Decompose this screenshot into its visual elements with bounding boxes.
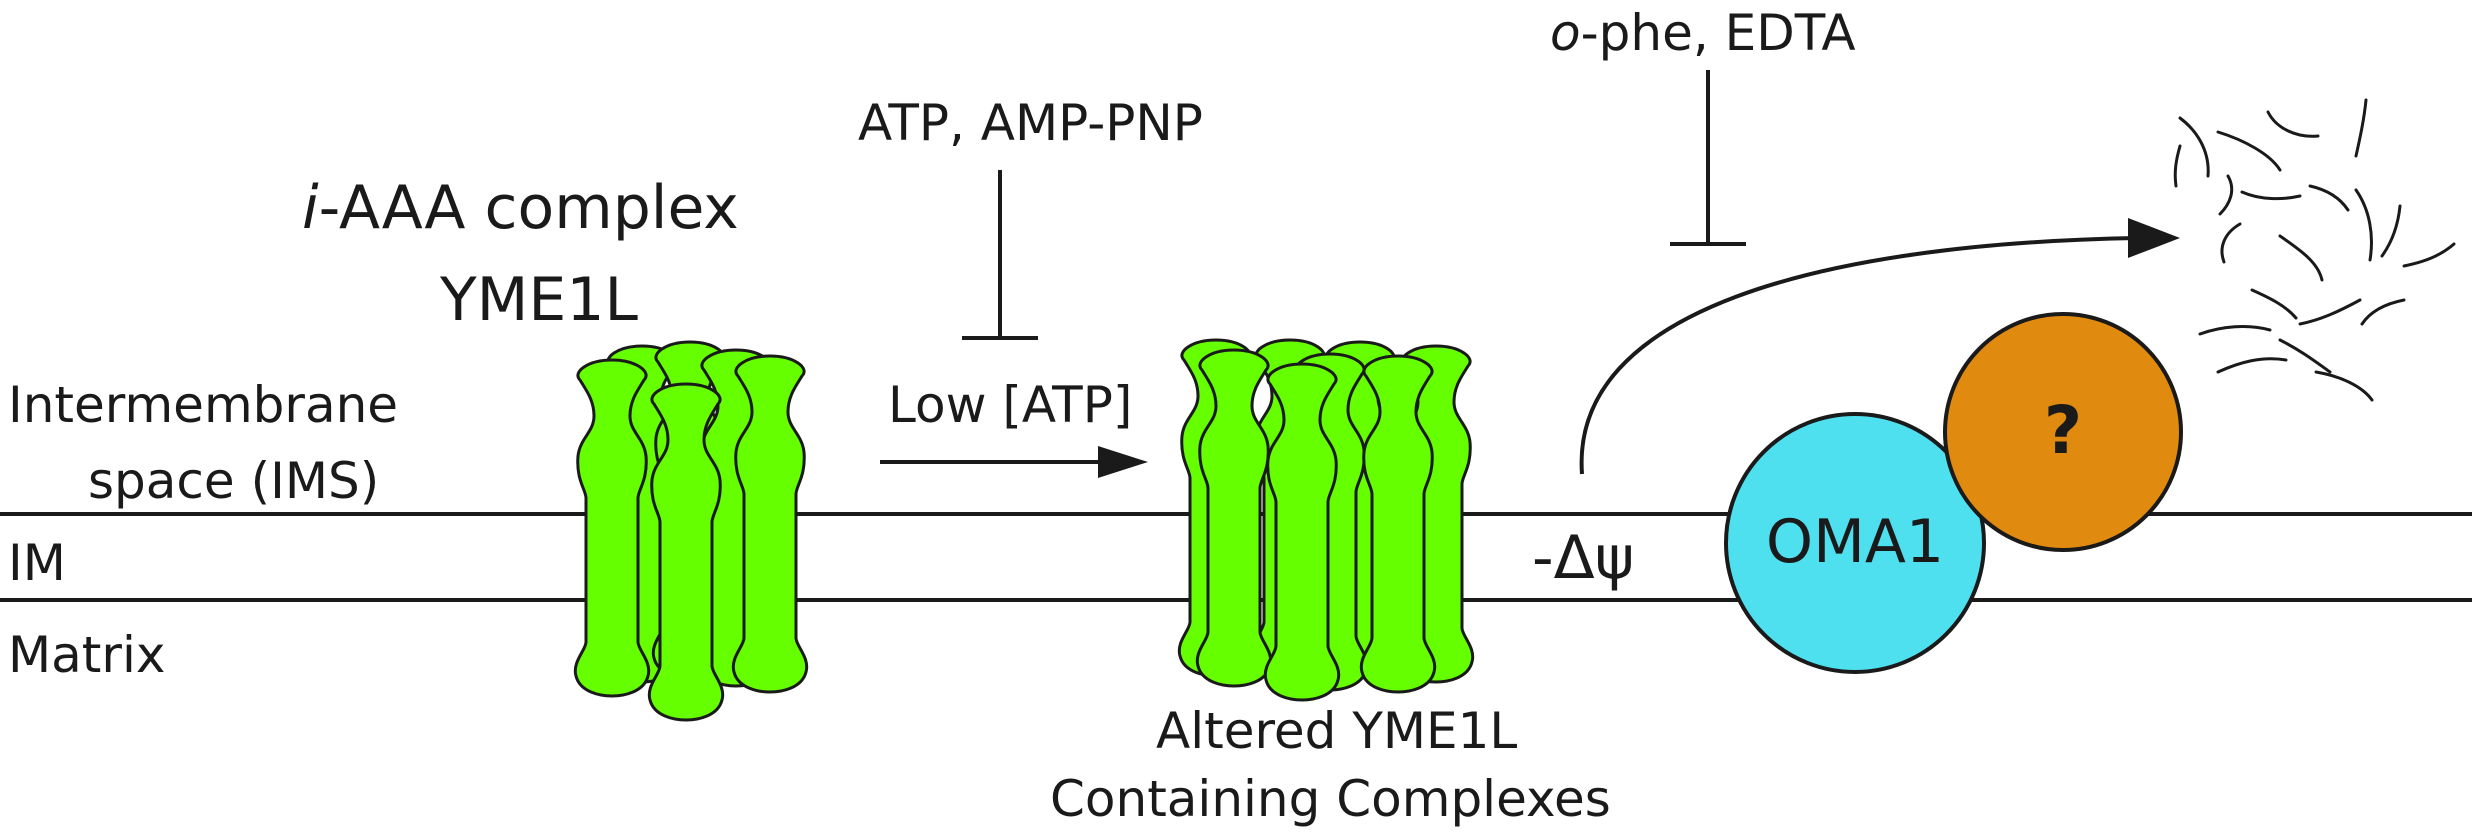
unknown-protein-circle bbox=[1943, 312, 2183, 552]
ims-label-line2: space (IMS) bbox=[88, 452, 380, 510]
atp-inhibitors-label: ATP, AMP-PNP bbox=[858, 94, 1203, 152]
inhibition-bar-ophe bbox=[1670, 70, 1746, 246]
inhibition-bar-atp bbox=[962, 170, 1038, 340]
degraded-fragments bbox=[2173, 98, 2456, 402]
matrix-label: Matrix bbox=[8, 626, 166, 684]
membrane-potential-label: -Δψ bbox=[1532, 523, 1635, 593]
conversion-arrow bbox=[880, 446, 1148, 478]
oma1-label: OMA1 bbox=[1765, 507, 1945, 577]
complex-name: YME1L bbox=[440, 265, 638, 335]
yme1l-complex-altered bbox=[1177, 338, 1475, 702]
altered-complexes-line2: Containing Complexes bbox=[1050, 770, 1611, 828]
altered-complexes-line1: Altered YME1L bbox=[1156, 702, 1518, 760]
ophe-edta-label: o-phe, EDTA bbox=[1550, 8, 1856, 58]
low-atp-label: Low [ATP] bbox=[888, 376, 1133, 434]
oma1-circle bbox=[1724, 412, 1986, 674]
complex-title-prefix: i bbox=[302, 173, 319, 243]
complex-title-rest: -AAA complex bbox=[318, 173, 739, 243]
complex-title: i-AAA complex bbox=[302, 178, 739, 238]
ims-label: Intermembrane bbox=[8, 376, 399, 434]
degradation-arrow bbox=[1579, 218, 2180, 475]
ophe-rest: -phe, EDTA bbox=[1580, 4, 1856, 62]
ophe-prefix: o bbox=[1550, 4, 1581, 62]
unknown-protein-label: ? bbox=[2043, 392, 2083, 469]
yme1l-complex-left bbox=[573, 340, 809, 722]
im-label: IM bbox=[8, 534, 66, 592]
